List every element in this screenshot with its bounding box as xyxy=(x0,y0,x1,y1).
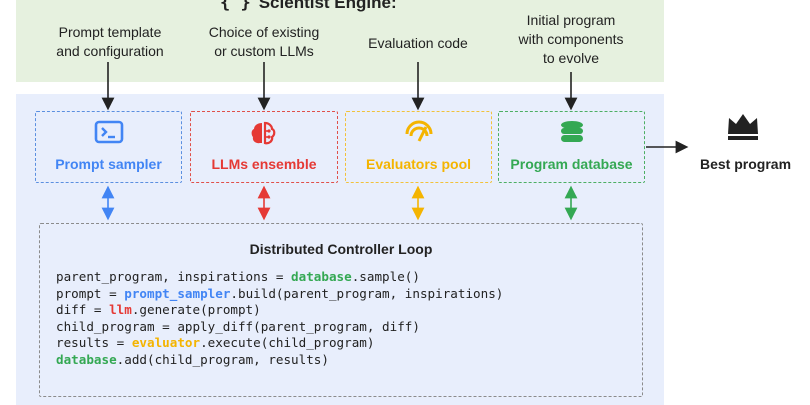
code-line: prompt = prompt_sampler.build(parent_pro… xyxy=(56,286,503,303)
terminal-icon xyxy=(94,120,123,144)
code-text: prompt = xyxy=(56,285,125,301)
component-label: Evaluators pool xyxy=(365,156,472,172)
database-icon xyxy=(560,121,583,142)
prompt-sampler-box: Prompt sampler xyxy=(35,111,182,183)
input-line: to evolve xyxy=(542,50,600,66)
code-text: diff = xyxy=(56,302,110,317)
gauge-icon xyxy=(405,120,432,142)
code-text: .build(parent_program, inspirations) xyxy=(230,285,504,301)
input-line: Initial program xyxy=(526,12,616,28)
crown-icon xyxy=(728,114,758,140)
code-keyword: database xyxy=(56,351,117,367)
header-title: { }Scientist Engine: xyxy=(220,0,480,13)
code-keyword: prompt_sampler xyxy=(124,285,231,301)
input-line: and configuration xyxy=(56,43,164,59)
code-keyword: evaluator xyxy=(131,335,201,350)
input-line: with components xyxy=(518,31,624,47)
brain-icon xyxy=(251,121,276,145)
input-label-llm: Choice of existing or custom LLMs xyxy=(194,23,334,61)
code-line: child_program = apply_diff(parent_progra… xyxy=(56,319,503,336)
code-text: parent_program, inspirations = xyxy=(56,269,292,284)
best-program-label: Best program xyxy=(700,156,792,172)
code-block: parent_program, inspirations = database.… xyxy=(56,269,503,368)
config-band xyxy=(16,0,664,82)
code-text: results = xyxy=(56,335,132,350)
component-label: Prompt sampler xyxy=(55,156,162,172)
input-line: Prompt template xyxy=(58,24,162,40)
code-text: .add(child_program, results) xyxy=(116,351,329,367)
code-line: parent_program, inspirations = database.… xyxy=(56,269,503,286)
component-label: Program database xyxy=(510,156,633,172)
controller-loop-box: Distributed Controller Loop parent_progr… xyxy=(39,223,643,397)
code-keyword: llm xyxy=(109,302,132,317)
program-database-box: Program database xyxy=(498,111,645,183)
input-label-eval: Evaluation code xyxy=(348,34,488,53)
code-text: .execute(child_program) xyxy=(200,335,375,350)
code-line: database.add(child_program, results) xyxy=(56,352,503,369)
code-text: .sample() xyxy=(351,269,420,284)
evaluators-pool-box: Evaluators pool xyxy=(345,111,492,183)
code-text: .generate(prompt) xyxy=(131,302,261,317)
code-text: child_program = apply_diff(parent_progra… xyxy=(56,318,420,334)
braces-icon: { } xyxy=(220,0,251,13)
code-line: diff = llm.generate(prompt) xyxy=(56,302,503,319)
input-label-prompt: Prompt template and configuration xyxy=(40,23,180,61)
input-line: or custom LLMs xyxy=(214,43,314,59)
input-line: Choice of existing xyxy=(208,24,320,40)
code-keyword: database xyxy=(291,269,352,284)
llm-ensemble-box: LLMs ensemble xyxy=(190,111,338,183)
code-line: results = evaluator.execute(child_progra… xyxy=(56,335,503,352)
component-label: LLMs ensemble xyxy=(211,156,317,172)
loop-title: Distributed Controller Loop xyxy=(249,241,433,257)
engine-band xyxy=(16,94,664,405)
input-label-db: Initial program with components to evolv… xyxy=(501,11,641,68)
input-line: Evaluation code xyxy=(368,35,468,51)
